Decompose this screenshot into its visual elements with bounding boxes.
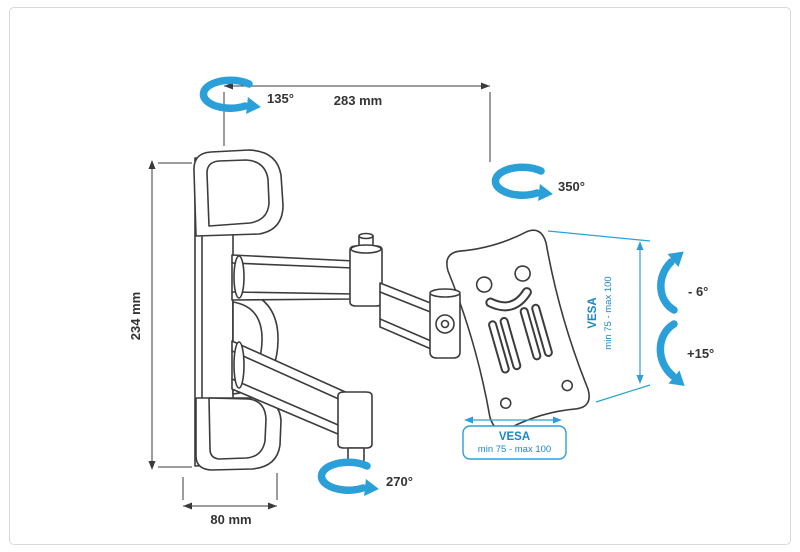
mount-drawing: [193, 149, 590, 471]
tilt-arrow-down-icon: [656, 320, 678, 380]
label-vesa-side-title: VESA: [587, 297, 599, 328]
plate-vesa-slots: [488, 303, 553, 374]
plate-eye-hole-right: [514, 265, 531, 282]
rotation-arrow-135-icon: [199, 76, 253, 112]
label-tilt-up: - 6°: [688, 284, 708, 299]
vesa-side-dimension: [547, 230, 651, 403]
dimension-base-height: [151, 162, 192, 468]
label-base-height: 234 mm: [128, 292, 143, 340]
wall-base-top-cap: [193, 149, 284, 237]
label-vesa-bottom-title: VESA: [499, 431, 530, 443]
dimension-base-width-arrows: [183, 502, 277, 510]
plate-eye-hole-left: [475, 276, 493, 293]
plate-bottom-hole-right: [561, 379, 574, 392]
wall-base-bottom-cap: [195, 397, 282, 471]
rotation-arrow-270-icon: [317, 458, 371, 494]
plate-pivot-joint: [429, 288, 461, 359]
label-swivel-base: 135°: [267, 91, 294, 106]
vesa-bottom-badge: [462, 425, 567, 460]
plate-bottom-hole-left: [499, 397, 512, 410]
vesa-plate: [446, 229, 590, 431]
rotation-arrowheads: [246, 97, 685, 496]
lower-elbow-joint: [337, 391, 373, 464]
dimension-base-height-arrows: [148, 160, 156, 470]
tilt-arrow-up-icon: [657, 258, 678, 314]
dimension-arm-reach-arrows: [224, 82, 490, 90]
dimension-arm-reach: [223, 85, 491, 162]
label-swivel-plate: 350°: [558, 179, 585, 194]
label-swivel-bottom: 270°: [386, 474, 413, 489]
upper-arm: [231, 254, 355, 301]
rotation-arrows: [199, 76, 678, 494]
lower-arm: [231, 340, 353, 441]
dimension-base-width: [182, 473, 278, 507]
vesa-side-dimension-arrows: [636, 241, 644, 384]
label-vesa-bottom-range: min 75 - max 100: [478, 444, 551, 455]
upper-elbow-joint: [349, 232, 383, 307]
label-vesa-side-range: min 75 - max 100: [603, 276, 614, 349]
rotation-arrow-350-icon: [491, 163, 545, 199]
label-tilt-down: +15°: [687, 346, 714, 361]
vesa-bottom-dimension-arrows: [464, 416, 562, 424]
label-arm-reach: 283 mm: [334, 93, 382, 108]
label-base-width: 80 mm: [210, 512, 251, 527]
